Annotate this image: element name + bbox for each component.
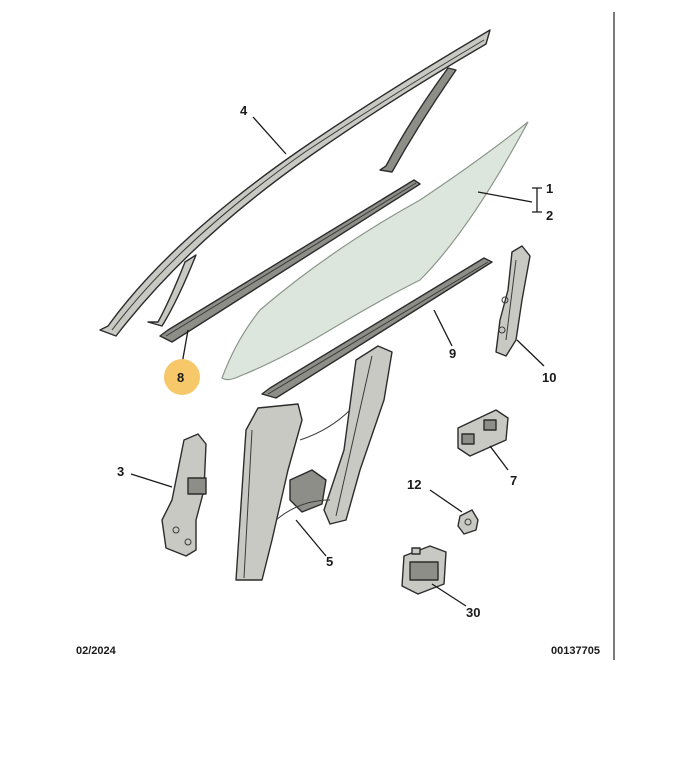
callout-1: 1 (546, 181, 553, 196)
part-7-module (457, 409, 509, 457)
part-1-2-window-glass (221, 121, 529, 381)
leader-3 (130, 473, 173, 488)
footer-date: 02/2024 (76, 645, 117, 657)
callout-9: 9 (449, 346, 456, 361)
callout-2: 2 (546, 208, 553, 223)
leader-4 (252, 116, 287, 155)
leader-7 (489, 445, 509, 471)
part-10-channel-bracket (495, 245, 531, 357)
callout-12: 12 (407, 477, 421, 492)
leader-5 (295, 519, 327, 557)
leader-12 (429, 489, 463, 513)
callout-5: 5 (326, 554, 333, 569)
callout-4: 4 (240, 103, 248, 118)
callout-30: 30 (466, 605, 480, 620)
footer-code: 00137705 (551, 645, 600, 657)
callout-7: 7 (510, 473, 517, 488)
callout-10: 10 (542, 370, 556, 385)
leader-1-2-bracket (477, 187, 542, 213)
leader-8 (181, 329, 189, 365)
leader-9 (433, 309, 453, 347)
callout-8-highlight (164, 359, 200, 395)
part-4-frame-seal (99, 29, 491, 337)
leader-10 (516, 339, 545, 367)
leader-30 (431, 583, 467, 607)
callout-3: 3 (117, 464, 124, 479)
part-3-front-bracket (161, 433, 207, 557)
part-9-outer-belt-strip (261, 257, 493, 399)
callout-8: 8 (177, 370, 184, 385)
part-5-window-regulator (235, 345, 393, 581)
part-12-clip (457, 509, 479, 535)
part-8-inner-belt-strip (159, 179, 421, 343)
part-30-switch-module (401, 545, 447, 595)
